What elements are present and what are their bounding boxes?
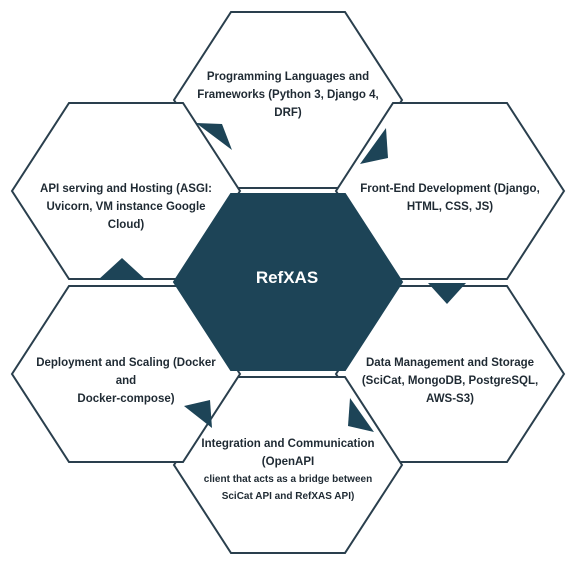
hex-bottom	[172, 376, 404, 554]
label-top-line-1: Programming Languages and	[206, 71, 370, 83]
hex-top-right	[334, 102, 566, 280]
tab-right	[428, 283, 466, 304]
tab-bottom-right	[348, 398, 374, 432]
label-bottom-right-line-3: AWS-S3)	[426, 393, 474, 405]
label-top-left: API serving and Hosting (ASGI: Uvicorn, …	[16, 180, 236, 234]
label-bottom-line-3: client that acts as a bridge between	[203, 474, 373, 485]
label-top-line-3: DRF)	[274, 107, 302, 119]
label-top-line-2: Frameworks (Python 3, Django 4,	[197, 89, 379, 101]
label-top-right-line-2: HTML, CSS, JS)	[406, 201, 494, 213]
label-bottom-right-line-1: Data Management and Storage	[365, 357, 535, 369]
label-bottom-left-line-2: and	[115, 375, 137, 387]
label-top-left-line-1: API serving and Hosting (ASGI:	[40, 183, 212, 195]
label-top-left-line-3: Cloud)	[107, 219, 145, 231]
label-bottom-line-4: SciCat API and RefXAS API)	[221, 491, 355, 502]
tab-top-right	[360, 128, 388, 164]
label-bottom-right: Data Management and Storage (SciCat, Mon…	[342, 354, 558, 408]
hex-center	[172, 193, 404, 371]
label-top-right-line-1: Front-End Development (Django,	[360, 183, 540, 195]
label-bottom-left-line-1: Deployment and Scaling (Docker	[36, 357, 216, 369]
hex-bottom-right	[334, 285, 566, 463]
label-bottom-line-1: Integration and Communication	[201, 438, 375, 450]
tab-top	[196, 123, 232, 150]
label-bottom-line-2: (OpenAPI	[261, 456, 315, 468]
center-title: RefXAS	[255, 268, 319, 287]
label-top-right: Front-End Development (Django, HTML, CSS…	[342, 180, 558, 216]
label-top-left-line-2: Uvicorn, VM instance Google	[46, 201, 206, 213]
label-bottom-left: Deployment and Scaling (Docker and Docke…	[16, 354, 236, 408]
tab-left	[98, 258, 146, 280]
label-bottom: Integration and Communication (OpenAPI c…	[178, 435, 398, 505]
label-top: Programming Languages and Frameworks (Py…	[178, 68, 398, 122]
tab-bottom	[184, 400, 212, 428]
label-bottom-left-line-3: Docker-compose)	[77, 393, 175, 405]
label-bottom-right-line-2: (SciCat, MongoDB, PostgreSQL,	[361, 375, 539, 387]
